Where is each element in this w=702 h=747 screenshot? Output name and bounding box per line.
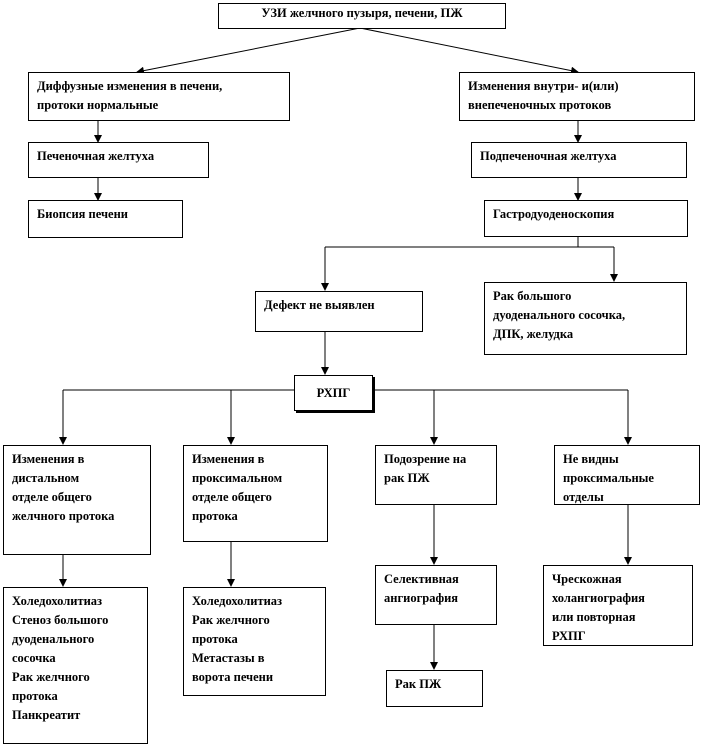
node-diffuse-changes: Диффузные изменения в печени, протоки но… xyxy=(28,72,290,121)
node-proximal-not-seen: Не видны проксимальные отделы xyxy=(554,445,700,505)
node-distal-changes: Изменения в дистальном отделе общего жел… xyxy=(3,445,151,555)
node-subhepatic-jaundice: Подпеченочная желтуха xyxy=(471,142,687,178)
node-proximal-changes: Изменения в проксимальном отделе общего … xyxy=(183,445,328,542)
node-selective-angiography: Селективная ангиография xyxy=(375,565,497,625)
node-gastroduodenoscopy: Гастродуоденоскопия xyxy=(484,200,688,237)
node-hepatic-jaundice: Печеночная желтуха xyxy=(28,142,209,178)
node-distal-results: Холедохолитиаз Стеноз большого дуоденаль… xyxy=(3,587,148,744)
node-pancreas-cancer: Рак ПЖ xyxy=(386,670,483,707)
node-pancreas-suspect: Подозрение на рак ПЖ xyxy=(375,445,497,505)
node-ercp: РХПГ xyxy=(294,375,373,411)
node-liver-biopsy: Биопсия печени xyxy=(28,200,183,238)
node-root: УЗИ желчного пузыря, печени, ПЖ xyxy=(218,3,506,29)
node-proximal-results: Холедохолитиаз Рак желчного протока Мета… xyxy=(183,587,326,696)
node-duct-changes: Изменения внутри- и(или) внепеченочных п… xyxy=(459,72,695,121)
node-no-defect: Дефект не выявлен xyxy=(255,291,423,332)
node-percutaneous-cholangiography: Чрескожная холангиография или повторная … xyxy=(543,565,693,646)
edge-root-to-diffuse xyxy=(136,27,361,75)
node-papilla-cancer: Рак большого дуоденального сосочка, ДПК,… xyxy=(484,282,687,355)
edge-root-to-ducts xyxy=(359,27,579,75)
